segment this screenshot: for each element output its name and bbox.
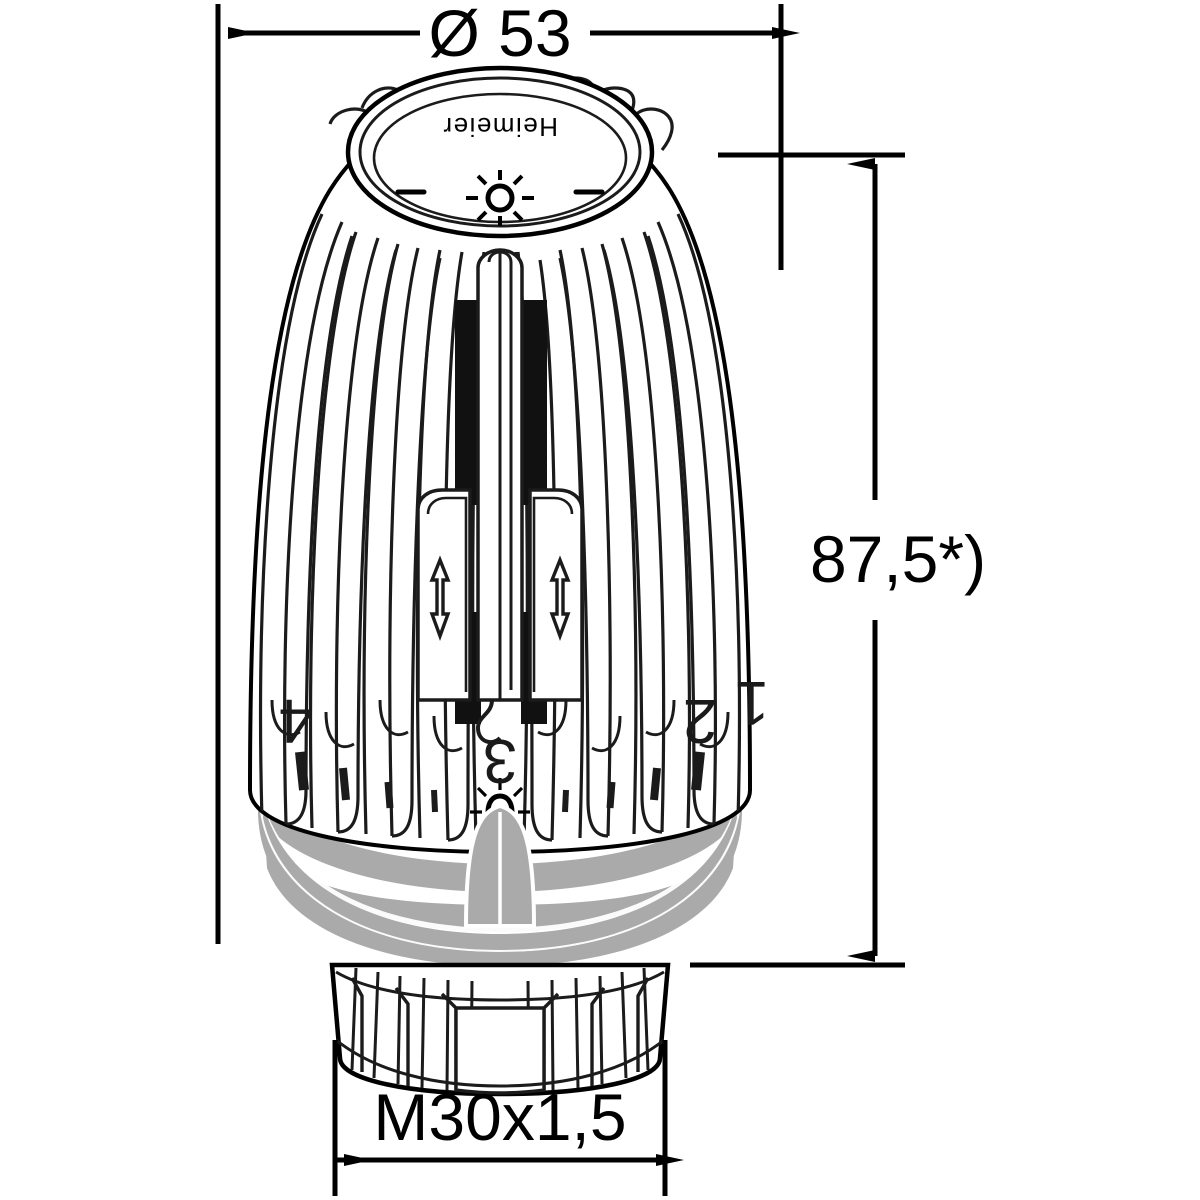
up-down-arrow-icon [429, 555, 451, 641]
adjuster-clip-left [416, 488, 472, 702]
cap-brand-text: Heimeier [442, 112, 558, 142]
dimension-label-thread: M30x1,5 [373, 1080, 626, 1154]
dimension-thread: M30x1,5 [332, 1040, 684, 1196]
scale-pointer [463, 803, 537, 928]
scale-number: 2 [683, 686, 717, 755]
thread-nut [329, 962, 671, 1097]
dimension-label-diameter: Ø 53 [428, 0, 571, 70]
cap-sun-icon [466, 170, 534, 226]
dimension-label-height: 87,5*) [810, 522, 986, 596]
scale-numbers: 4 3 2 1 [279, 668, 769, 795]
scale-ring [295, 751, 705, 814]
scale-number: 3 [483, 726, 517, 795]
dimension-diameter: Ø 53 [215, 0, 800, 944]
dimension-height: 87,5*) [690, 152, 986, 968]
thermostat-body [247, 93, 753, 855]
brand-label: Heimeier [442, 112, 558, 142]
scale-number: 4 [279, 686, 313, 755]
scale-number: 1 [735, 668, 769, 737]
scale-sun-icon [470, 778, 530, 814]
adjuster-clip-right [528, 488, 584, 702]
up-down-arrow-icon [549, 555, 571, 641]
